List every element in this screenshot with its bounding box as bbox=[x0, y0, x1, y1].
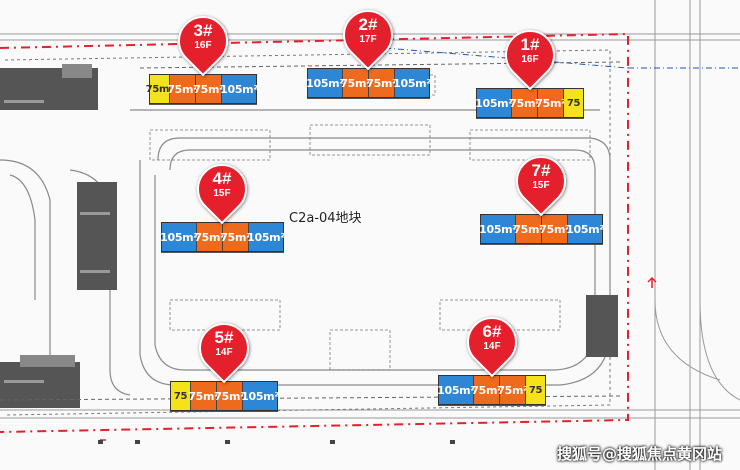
unit-cell: 75m² bbox=[366, 69, 397, 97]
unit-cell: 105m² bbox=[241, 382, 279, 410]
unit-cell: 75m² bbox=[539, 215, 570, 243]
building-number: 5# bbox=[214, 328, 234, 347]
unit-cell: 75m² bbox=[220, 223, 251, 251]
building-floors: 16F bbox=[194, 40, 212, 51]
building-pin-label: 7#15F bbox=[516, 161, 566, 192]
building-number: 2# bbox=[358, 15, 378, 34]
building-pin-label: 5#14F bbox=[199, 328, 249, 359]
building-floors: 14F bbox=[483, 341, 501, 352]
building-floors: 17F bbox=[359, 34, 377, 45]
building-number: 6# bbox=[482, 322, 502, 341]
building-number: 7# bbox=[531, 161, 551, 180]
unit-cell: 75m² bbox=[214, 382, 245, 410]
unit-cell: 105m² bbox=[220, 75, 258, 103]
unit-cell: 105m² bbox=[393, 69, 431, 97]
unit-cell: 75m² bbox=[167, 75, 198, 103]
building-number: 4# bbox=[212, 169, 232, 188]
unit-cell: 105m² bbox=[475, 89, 513, 117]
unit-cell: 75m² bbox=[146, 75, 174, 103]
unit-cell: 75m² bbox=[340, 69, 371, 97]
unit-cell: 105m² bbox=[566, 215, 604, 243]
unit-cell: 75 bbox=[171, 382, 191, 410]
unit-cell: 75m² bbox=[194, 223, 225, 251]
unit-cell: 75 bbox=[564, 89, 583, 117]
unit-cell: 75 bbox=[526, 376, 545, 404]
unit-cell: 75m² bbox=[509, 89, 540, 117]
unit-cell: 105m² bbox=[437, 376, 475, 404]
building-pin-label: 1#16F bbox=[505, 35, 555, 66]
unit-cell: 75m² bbox=[193, 75, 224, 103]
unit-cell: 75m² bbox=[535, 89, 566, 117]
unit-cell: 75m² bbox=[471, 376, 502, 404]
building-number: 3# bbox=[193, 21, 213, 40]
building-pin-label: 6#14F bbox=[467, 322, 517, 353]
unit-cell: 75m² bbox=[513, 215, 544, 243]
unit-cell: 105m² bbox=[479, 215, 517, 243]
unit-cell: 75m² bbox=[497, 376, 528, 404]
building-number: 1# bbox=[520, 35, 540, 54]
building-floors: 14F bbox=[215, 347, 233, 358]
watermark: 搜狐号@搜狐焦点黄冈站 bbox=[556, 445, 722, 463]
building-pin-label: 3#16F bbox=[178, 21, 228, 52]
building-pin-label: 2#17F bbox=[343, 15, 393, 46]
building-pin-label: 4#15F bbox=[197, 169, 247, 200]
plot-label: C2a-04地块 bbox=[289, 211, 362, 226]
building-floors: 15F bbox=[532, 180, 550, 191]
building-floors: 16F bbox=[521, 54, 539, 65]
unit-cell: 105m² bbox=[247, 223, 285, 251]
unit-cell: 105m² bbox=[160, 223, 198, 251]
building-floors: 15F bbox=[213, 188, 231, 199]
unit-cell: 75m² bbox=[188, 382, 219, 410]
unit-cell: 105m² bbox=[306, 69, 344, 97]
